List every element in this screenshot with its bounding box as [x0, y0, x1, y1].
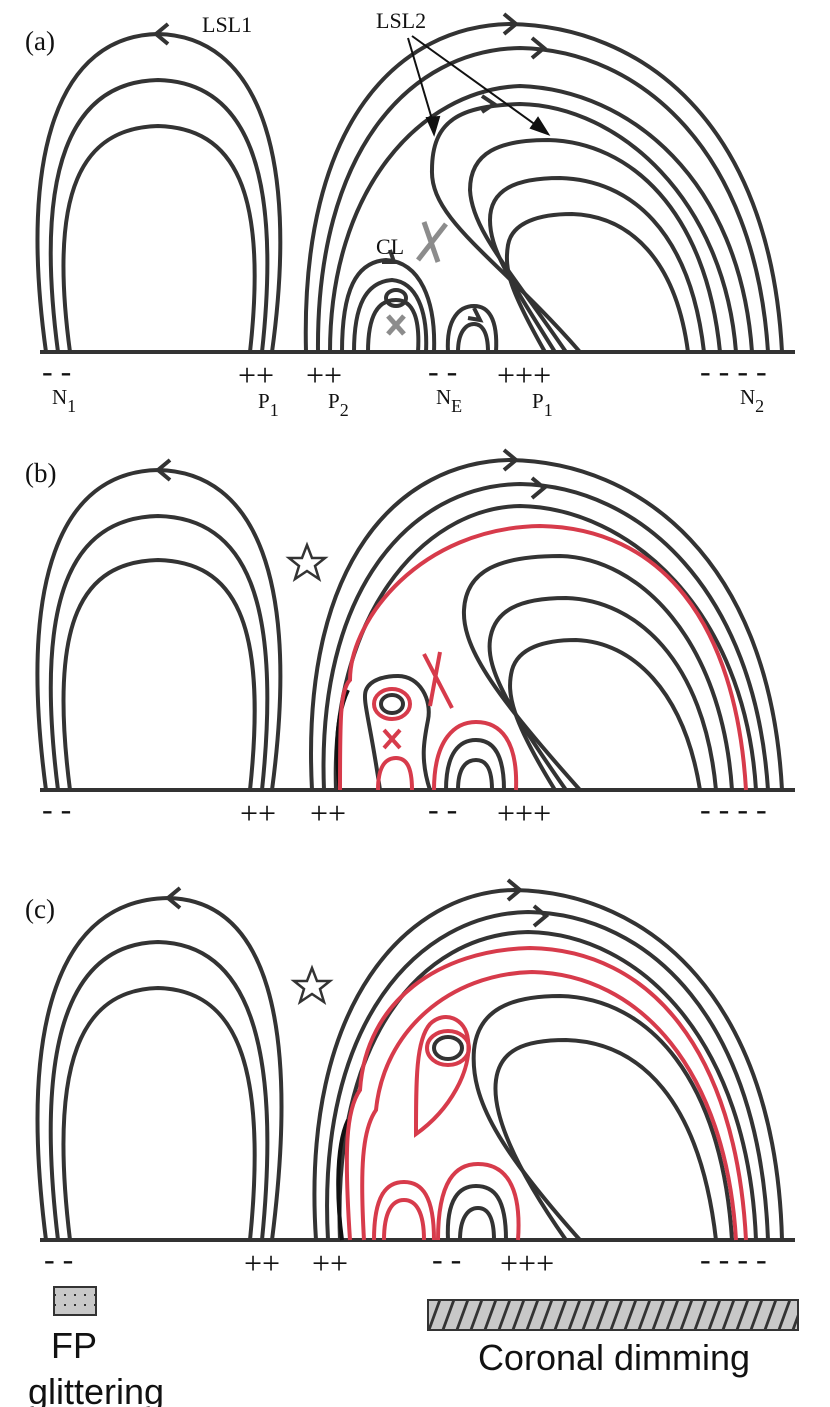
polarity-n1: - -	[42, 791, 71, 827]
polarity-p1: ++	[238, 357, 274, 393]
flux-rope-core	[384, 288, 408, 308]
label-p2: P2	[328, 389, 349, 420]
polarity-ne: - -	[428, 791, 457, 827]
coronal-dimming-label: Coronal dimming	[478, 1337, 750, 1378]
flux-rope-edge	[336, 1119, 350, 1241]
arrow-right-icon	[530, 36, 548, 60]
fp-label: FP	[51, 1325, 97, 1366]
arrow-right-icon	[480, 94, 498, 114]
footpoint-labels: N1 P1 P2 NE P1 N2	[52, 385, 764, 420]
arrow-left-icon	[152, 22, 170, 46]
lsl2-label: LSL2	[376, 8, 426, 33]
lsl1-loops	[35, 31, 283, 353]
label-n2: N2	[740, 385, 764, 416]
polarity-ne: - -	[432, 1241, 461, 1277]
arrow-right-icon	[506, 878, 524, 902]
cavity-loops	[340, 257, 499, 353]
panel-a: (a)	[25, 8, 795, 420]
arrow-right-icon	[502, 448, 520, 472]
reconnection-x-gray	[386, 221, 448, 336]
polarity-row: - - ++ ++ - - +++ - - - -	[44, 1241, 767, 1281]
reconnected-field-lines	[338, 523, 748, 791]
polarity-p1: ++	[244, 1245, 280, 1281]
polarity-n1: - -	[42, 353, 71, 389]
lsl2-arrows	[502, 448, 548, 500]
polarity-n2: - - - -	[700, 791, 767, 827]
arrow-right-icon	[502, 12, 520, 36]
lsl1-label: LSL1	[202, 12, 252, 37]
legend: FP glittering Coronal dimming	[28, 1286, 799, 1407]
star-icon	[285, 541, 329, 582]
fp-glittering-swatch	[53, 1286, 97, 1316]
polarity-p2: ++	[306, 357, 342, 393]
polarity-n2: - - - -	[700, 353, 767, 389]
polarity-p2: ++	[312, 1245, 348, 1281]
lsl2-arrows	[480, 12, 548, 114]
coronal-dimming-swatch	[427, 1299, 799, 1331]
label-ne: NE	[436, 385, 462, 416]
flux-rope-core	[432, 1035, 464, 1061]
glittering-label: glittering	[28, 1371, 164, 1407]
star-icon	[290, 964, 334, 1005]
polarity-p2: ++	[310, 795, 346, 831]
lsl1-loops	[35, 895, 284, 1241]
lsl2-loops	[303, 21, 784, 354]
label-p1b: P1	[532, 389, 553, 420]
arrow-left-icon	[164, 886, 182, 910]
panel-b: (b)	[25, 448, 795, 831]
lsl2-loops	[312, 887, 784, 1242]
polarity-n1: - -	[44, 1241, 73, 1277]
polarity-p1b: +++	[497, 795, 551, 831]
polarity-n2: - - - -	[700, 1241, 767, 1277]
panel-label: (c)	[25, 894, 55, 924]
polarity-p1: ++	[240, 795, 276, 831]
arrow-right-icon	[382, 249, 397, 264]
polarity-ne: - -	[428, 353, 457, 389]
arrow-left-icon	[154, 458, 172, 482]
lsl1-loops	[35, 467, 283, 791]
polarity-row: - - ++ ++ - - +++ - - - -	[42, 353, 767, 393]
lsl2-pointers	[407, 35, 551, 137]
arrow-right-icon	[532, 904, 550, 928]
lsl2-loops	[309, 457, 784, 792]
arrowhead-icon	[425, 115, 441, 137]
polarity-p1b: +++	[500, 1245, 554, 1281]
polarity-row: - - ++ ++ - - +++ - - - -	[42, 791, 767, 831]
lsl2-arrows	[506, 878, 550, 928]
reconnected-field-lines	[344, 945, 748, 1241]
panel-c: (c)	[25, 878, 795, 1281]
label-n1: N1	[52, 385, 76, 416]
arrow-right-icon	[530, 476, 548, 500]
panel-label: (a)	[25, 26, 55, 56]
label-p1: P1	[258, 389, 279, 420]
flux-rope-core	[379, 693, 405, 715]
arrowhead-icon	[529, 116, 551, 136]
polarity-p1b: +++	[497, 357, 551, 393]
panel-label: (b)	[25, 458, 56, 488]
cl-label: CL	[376, 234, 404, 259]
arrow-right-icon	[467, 307, 484, 323]
